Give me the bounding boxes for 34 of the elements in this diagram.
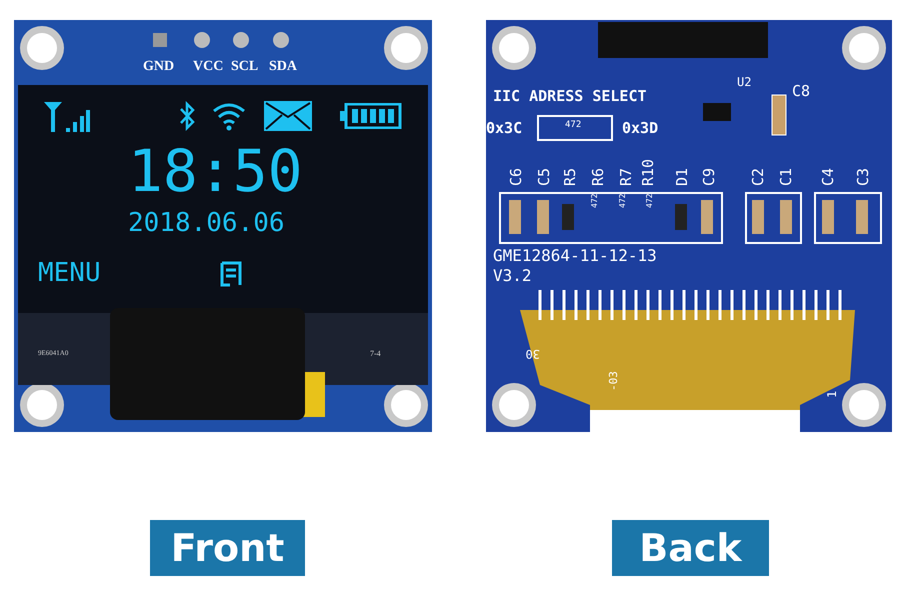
resistor-code: 472	[646, 194, 654, 208]
pin-label: SCL	[231, 60, 258, 74]
component-label: R5	[563, 168, 578, 186]
clock-time: 18:50	[128, 142, 303, 200]
menu-softkey-label: MENU	[38, 260, 101, 286]
resistor-code: 472	[565, 121, 582, 130]
panel-mark: 7-4	[370, 350, 381, 358]
board-model: GME12864-11-12-13	[493, 248, 657, 264]
pin-number: 30	[526, 348, 540, 360]
component-label: R6	[591, 168, 606, 186]
component-label: R7	[619, 168, 634, 186]
flex-mark: -03	[608, 371, 619, 391]
component-label: C2	[751, 168, 766, 186]
component-label: C1	[779, 168, 794, 186]
address-option: 0x3C	[486, 121, 522, 136]
pin-label: GND	[143, 60, 174, 74]
address-option: 0x3D	[622, 121, 658, 136]
pin-number: 1	[826, 390, 838, 398]
screen-date: 2018.06.06	[128, 210, 285, 236]
component-label: C5	[537, 168, 552, 186]
pin-label: SDA	[269, 60, 298, 74]
component-label: R10	[641, 158, 656, 186]
resistor-code: 472	[591, 194, 599, 208]
component-label: C9	[702, 168, 717, 186]
component-label: D1	[675, 168, 690, 186]
board-version: V3.2	[493, 268, 532, 284]
component-label: C4	[821, 168, 836, 186]
silkscreen-heading: IIC ADRESS SELECT	[493, 89, 647, 104]
component-label: U2	[737, 76, 752, 88]
component-label: C6	[509, 168, 524, 186]
pin-label: VCC	[193, 60, 224, 74]
component-label: C3	[856, 168, 871, 186]
component-label: C8	[792, 84, 810, 99]
resistor-code: 472	[619, 194, 627, 208]
